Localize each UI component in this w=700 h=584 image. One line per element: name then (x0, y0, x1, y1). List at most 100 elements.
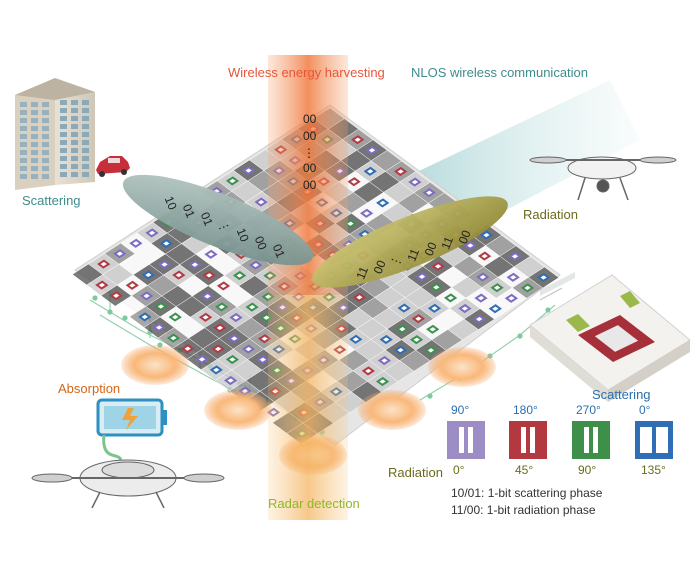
meta-atom (256, 355, 270, 365)
meta-atom (154, 301, 168, 312)
building-window (20, 134, 27, 139)
meta-atom (157, 259, 172, 270)
building-window (31, 174, 38, 179)
meta-atom (463, 240, 477, 251)
meta-atom (351, 135, 365, 145)
meta-atom (172, 270, 186, 280)
building-window (71, 172, 78, 177)
unit-cell-slot (640, 427, 652, 453)
absorption-spot (428, 347, 496, 387)
unit-cell-slot-gap (589, 427, 593, 453)
meta-atom (159, 238, 173, 249)
meta-atom (109, 291, 123, 301)
building-window (20, 142, 27, 147)
building-window (60, 108, 67, 113)
circuit-node (92, 295, 98, 301)
meta-atom (397, 303, 411, 313)
vertical-beam-code: ⋮ (303, 146, 315, 160)
radiation-phase-label: 90° (578, 463, 597, 477)
meta-atom (141, 270, 156, 280)
radiation-key-label: Radiation (388, 465, 443, 480)
circuit-node (122, 315, 128, 321)
building-window (20, 118, 27, 123)
building-window (31, 134, 38, 139)
meta-atom (249, 260, 263, 270)
meta-atom (223, 375, 238, 386)
unit-cell-slot-gap (526, 427, 530, 453)
scattering-label: Scattering (22, 193, 81, 208)
meta-atom (129, 238, 143, 248)
building-window (60, 140, 67, 145)
scattering-phase-label: 0° (639, 403, 651, 417)
meta-atom (363, 166, 377, 176)
meta-atom (479, 230, 494, 240)
meta-atom (245, 302, 259, 312)
meta-atom (200, 291, 215, 301)
meta-atom (477, 251, 492, 261)
building-window (42, 174, 49, 179)
building-window (20, 126, 27, 131)
vertical-beam-code: 00 (303, 129, 317, 143)
building-window (82, 108, 89, 113)
meta-atom (536, 272, 551, 283)
meta-atom (254, 197, 268, 207)
absorption-label: Absorption (58, 381, 121, 396)
circuit-node (545, 307, 551, 313)
drone-illustration (529, 156, 677, 201)
meta-atom (195, 354, 209, 364)
radiation-phase-label: 0° (453, 463, 465, 477)
building-window (42, 118, 49, 123)
building-window (42, 110, 49, 115)
building-window (42, 142, 49, 147)
meta-atom (166, 333, 181, 343)
building-window (71, 100, 78, 105)
building-window (60, 100, 67, 105)
legend-scattering-phase: 10/01: 1-bit scattering phase (451, 486, 603, 500)
ground-drone-illustration (31, 459, 225, 509)
building-window (71, 108, 78, 113)
building-window (71, 148, 78, 153)
meta-atom (97, 259, 111, 269)
radiation-beam-ellipse (312, 196, 508, 288)
building-window (42, 166, 49, 171)
building-window (82, 156, 89, 161)
meta-atom (347, 177, 361, 187)
building-window (20, 166, 27, 171)
building-window (82, 100, 89, 105)
meta-atom (431, 261, 445, 271)
meta-atom (476, 272, 490, 282)
meta-atom (415, 272, 429, 282)
meta-atom (204, 249, 218, 259)
meta-atom (227, 333, 241, 344)
scattering-beam-ellipse (122, 174, 314, 266)
meta-atom (393, 166, 408, 177)
meta-atom (506, 272, 520, 282)
meta-atom (225, 176, 240, 186)
absorption-spot (121, 345, 189, 385)
building-window (71, 140, 78, 145)
meta-atom (198, 312, 213, 322)
meta-atom (375, 376, 390, 387)
circuit-node (517, 333, 523, 339)
unit-cell-slot-gap (464, 427, 468, 453)
meta-atom (508, 251, 522, 261)
building-window (20, 102, 27, 107)
building-window (31, 166, 38, 171)
building-window (31, 158, 38, 163)
wireless-energy-harvesting-label: Wireless energy harvesting (228, 65, 385, 80)
meta-atom (211, 344, 225, 354)
meta-atom (379, 334, 393, 345)
meta-atom (349, 334, 363, 344)
circuit-node (427, 393, 433, 399)
meta-atom (145, 228, 159, 238)
meta-atom (377, 355, 392, 366)
meta-atom (490, 283, 504, 293)
circuit-node (107, 309, 113, 315)
building-window (82, 116, 89, 121)
meta-atom (443, 293, 458, 303)
building-window (42, 158, 49, 163)
building-window (31, 142, 38, 147)
radiation-label: Radiation (523, 207, 578, 222)
radar-detection-label: Radar detection (268, 496, 360, 511)
scattering-phase-label: 270° (576, 403, 601, 417)
